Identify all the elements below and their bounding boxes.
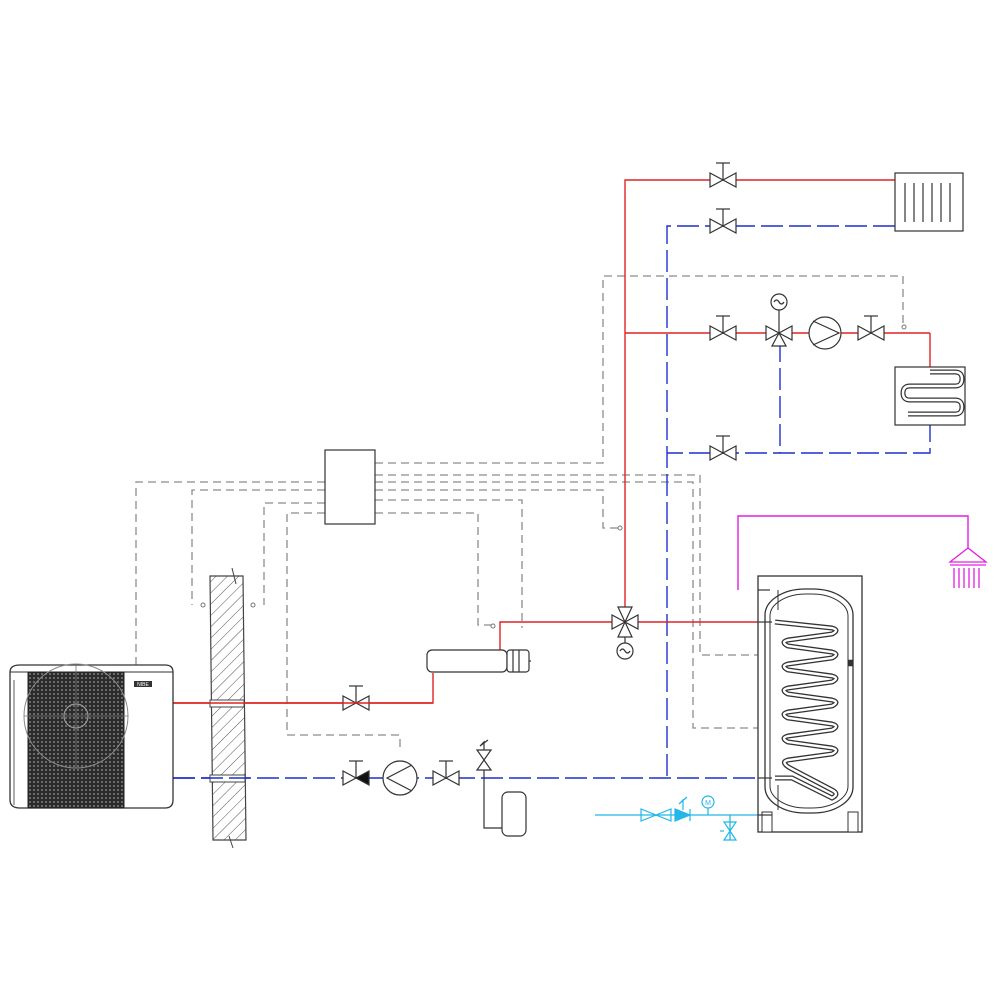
return-shutoff-valve — [432, 760, 460, 787]
radiator — [894, 172, 964, 232]
immersion-heater — [426, 649, 531, 673]
shower-icon — [948, 547, 988, 588]
radiator-return-valve — [709, 208, 737, 235]
radiator-supply-valve — [709, 162, 737, 189]
floor-mixing-valve — [765, 293, 793, 347]
floor-heating-loop — [894, 366, 966, 426]
return-check-valve — [342, 760, 370, 787]
hot-water-tank — [757, 575, 863, 833]
safety-valve — [475, 739, 493, 778]
cold-water-fittings — [640, 795, 738, 841]
return-piping — [173, 225, 931, 779]
expansion-vessel — [483, 778, 527, 837]
shutoff-valves — [342, 162, 885, 787]
floor-supply-valve — [709, 315, 737, 342]
control-wiring — [135, 275, 904, 750]
heatpump-supply-valve — [342, 685, 370, 712]
diverter-valve — [611, 606, 639, 660]
outdoor-heat-pump — [9, 663, 174, 809]
brand-badge — [134, 681, 152, 687]
floor-circulation-pump — [808, 316, 842, 350]
brand-badge-label: NIBE — [137, 682, 149, 688]
main-circulation-pump — [382, 760, 418, 796]
floor-pump-outlet-valve — [857, 315, 885, 342]
building-wall — [173, 567, 433, 849]
hot-water-line — [737, 515, 969, 590]
meter-label: M — [705, 800, 711, 807]
floor-return-valve — [709, 435, 737, 462]
control-module — [324, 449, 376, 525]
